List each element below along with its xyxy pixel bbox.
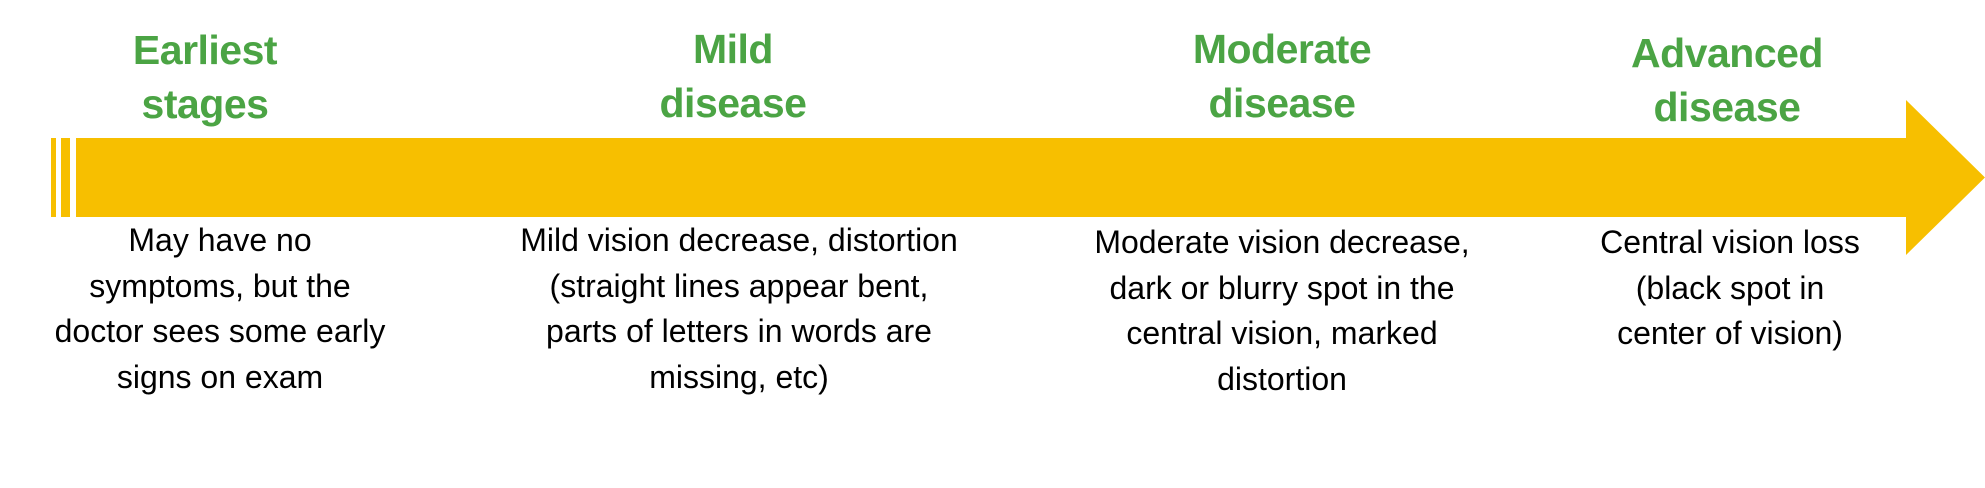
- description-line: parts of letters in words are: [546, 313, 932, 349]
- description-line: doctor sees some early: [54, 313, 386, 349]
- arrow-tail-stripe-1: [51, 138, 56, 217]
- description-line: (straight lines appear bent,: [549, 267, 929, 304]
- stage-title-earliest: Earliest stages: [15, 23, 395, 131]
- arrow-body: [76, 100, 1985, 255]
- stage-title-line: disease: [1208, 80, 1356, 126]
- description-line: Mild vision decrease, distortion: [520, 222, 958, 258]
- stage-description-moderate: Moderate vision decrease, dark or blurry…: [1042, 220, 1522, 402]
- stage-title-line: Mild: [693, 26, 773, 72]
- stage-title-moderate: Moderate disease: [1092, 22, 1472, 130]
- stage-title-mild: Mild disease: [543, 22, 923, 130]
- description-line: center of vision): [1617, 315, 1843, 351]
- stage-title-line: Earliest: [132, 27, 278, 73]
- stage-description-mild: Mild vision decrease, distortion (straig…: [464, 218, 1014, 400]
- description-line: distortion: [1217, 360, 1347, 397]
- stage-description-advanced: Central vision loss (black spot in cente…: [1570, 220, 1890, 357]
- description-line: central vision, marked: [1126, 315, 1438, 351]
- description-line: symptoms, but the: [89, 267, 351, 304]
- arrow-tail-stripe-2: [61, 138, 70, 217]
- stage-description-earliest: May have no symptoms, but the doctor see…: [20, 218, 420, 400]
- stage-title-line: Advanced: [1631, 30, 1823, 76]
- description-line: Moderate vision decrease,: [1094, 224, 1470, 260]
- description-line: (black spot in: [1635, 269, 1825, 306]
- description-line: Central vision loss: [1600, 224, 1860, 260]
- stage-title-line: Moderate: [1192, 26, 1372, 72]
- stage-title-advanced: Advanced disease: [1537, 26, 1917, 134]
- description-line: missing, etc): [649, 358, 829, 395]
- stage-title-line: disease: [1653, 84, 1801, 130]
- description-line: May have no: [128, 222, 312, 258]
- stage-title-line: stages: [141, 81, 269, 127]
- description-line: dark or blurry spot in the: [1109, 269, 1455, 306]
- description-line: signs on exam: [116, 358, 324, 395]
- stage-title-line: disease: [659, 80, 807, 126]
